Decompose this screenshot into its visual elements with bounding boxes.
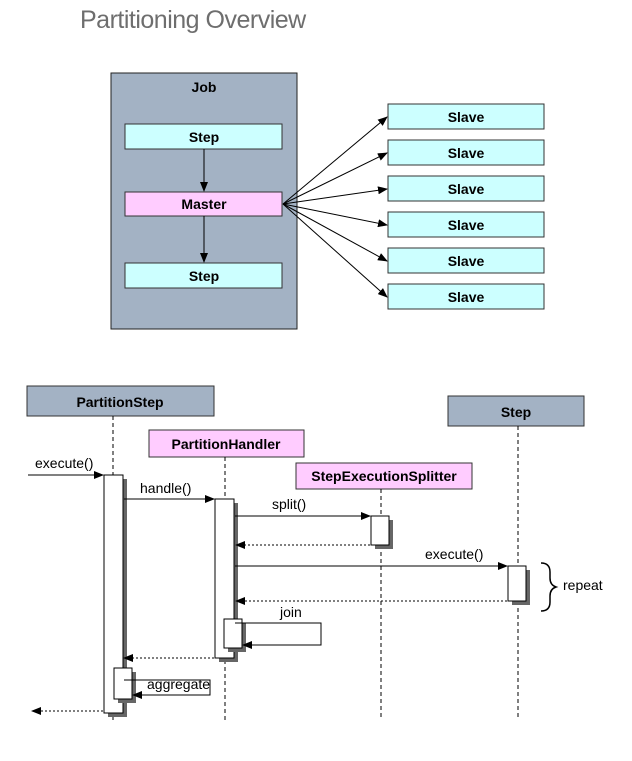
aggregate-label: aggregate <box>147 676 210 692</box>
partition-step-label: PartitionStep <box>76 394 163 410</box>
master-to-slave-5-arrow <box>282 203 388 262</box>
partition-step-header <box>26 385 215 417</box>
overview-section: Job Step Master Step Slave Slave Slave S… <box>110 72 545 330</box>
execute-in-label: execute() <box>35 455 93 471</box>
partition-step-activation <box>103 474 124 714</box>
master-to-slave-1-arrow <box>282 116 388 205</box>
master-to-slave-6-arrow <box>282 203 388 298</box>
slave-box-6 <box>387 283 545 310</box>
step-bottom-label: Step <box>189 268 219 284</box>
step-box-top <box>124 123 283 150</box>
repeat-label: repeat <box>563 577 603 593</box>
splitter-activation <box>370 515 390 546</box>
join-activation <box>223 618 243 649</box>
execute-step-label: execute() <box>425 546 483 562</box>
slave-label-2: Slave <box>448 145 485 161</box>
step-box-bottom <box>124 262 283 289</box>
join-label: join <box>279 604 302 620</box>
splitter-label: StepExecutionSplitter <box>311 468 457 484</box>
job-label: Job <box>192 79 217 95</box>
master-to-slave-4-arrow <box>282 203 388 228</box>
aggregate-arrow <box>124 679 211 699</box>
slave-label-4: Slave <box>448 217 485 233</box>
partition-handler-header <box>148 429 305 458</box>
slave-label-6: Slave <box>448 289 485 305</box>
slave-box-1 <box>387 103 545 130</box>
sequence-section: PartitionStep PartitionHandler StepExecu… <box>26 385 603 720</box>
step-top-label: Step <box>189 129 219 145</box>
master-to-slave-2-arrow <box>282 152 388 205</box>
master-to-slave-3-arrow <box>282 186 388 205</box>
slave-box-3 <box>387 175 545 202</box>
partition-handler-label: PartitionHandler <box>172 436 281 452</box>
slave-box-5 <box>387 247 545 274</box>
master-label: Master <box>181 196 227 212</box>
slave-box-2 <box>387 139 545 166</box>
partition-handler-activation <box>214 498 235 659</box>
splitter-header <box>295 462 473 490</box>
step-header <box>447 395 585 427</box>
split-label: split() <box>272 496 306 512</box>
master-box <box>124 191 283 217</box>
join-arrow <box>235 622 322 649</box>
step-label: Step <box>501 404 531 420</box>
slave-label-5: Slave <box>448 253 485 269</box>
slave-box-4 <box>387 211 545 238</box>
repeat-brace <box>540 562 559 612</box>
step-activation <box>507 565 527 602</box>
slave-label-1: Slave <box>448 109 485 125</box>
aggregate-activation <box>113 667 133 700</box>
handle-label: handle() <box>140 480 191 496</box>
slave-label-3: Slave <box>448 181 485 197</box>
page-title: Partitioning Overview <box>80 6 306 34</box>
